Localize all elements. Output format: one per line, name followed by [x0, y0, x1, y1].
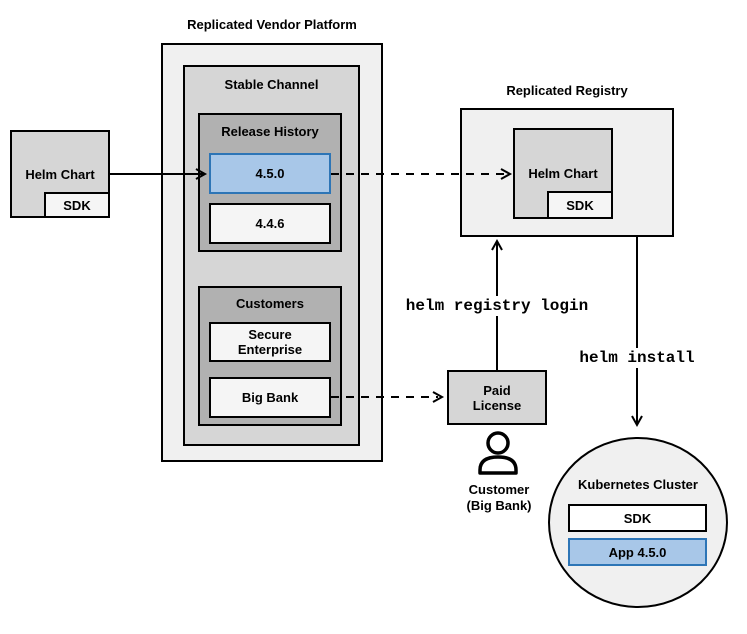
customer-secure-enterprise-label: Secure Enterprise — [237, 327, 303, 357]
release-version-450-box: 4.5.0 — [209, 153, 331, 194]
source-helm-chart-label: Helm Chart — [25, 166, 95, 182]
kubernetes-app-label: App 4.5.0 — [608, 544, 667, 560]
helm-registry-login-label: helm registry login — [399, 296, 595, 316]
customer-secure-enterprise-box: Secure Enterprise — [209, 322, 331, 362]
customer-big-bank-label: Big Bank — [241, 390, 299, 405]
registry-sdk-box: SDK — [547, 191, 613, 219]
arrow-registry-to-cluster — [632, 237, 642, 425]
paid-license-label: Paid License — [472, 382, 522, 413]
kubernetes-sdk-label: SDK — [623, 510, 652, 526]
source-sdk-box: SDK — [44, 192, 110, 218]
registry-helm-chart-label: Helm Chart — [528, 166, 598, 181]
kubernetes-cluster-title: Kubernetes Cluster — [578, 477, 698, 492]
registry-sdk-label: SDK — [566, 197, 594, 213]
person-icon — [480, 433, 516, 473]
release-version-446-label: 4.4.6 — [255, 216, 285, 231]
customer-big-bank-box: Big Bank — [209, 377, 331, 418]
helm-install-label: helm install — [577, 348, 697, 368]
paid-license-box: Paid License — [447, 370, 547, 425]
vendor-platform-title: Replicated Vendor Platform — [187, 17, 357, 32]
kubernetes-app-box: App 4.5.0 — [568, 538, 707, 566]
release-history-title: Release History — [221, 124, 319, 139]
release-version-446-box: 4.4.6 — [209, 203, 331, 244]
stable-channel-title: Stable Channel — [224, 77, 319, 92]
customer-persona-label: Customer (Big Bank) — [466, 482, 532, 513]
replicated-registry-title: Replicated Registry — [506, 83, 628, 98]
customers-title: Customers — [236, 296, 304, 311]
release-version-450-label: 4.5.0 — [255, 166, 285, 181]
source-sdk-label: SDK — [63, 197, 91, 213]
kubernetes-sdk-box: SDK — [568, 504, 707, 532]
